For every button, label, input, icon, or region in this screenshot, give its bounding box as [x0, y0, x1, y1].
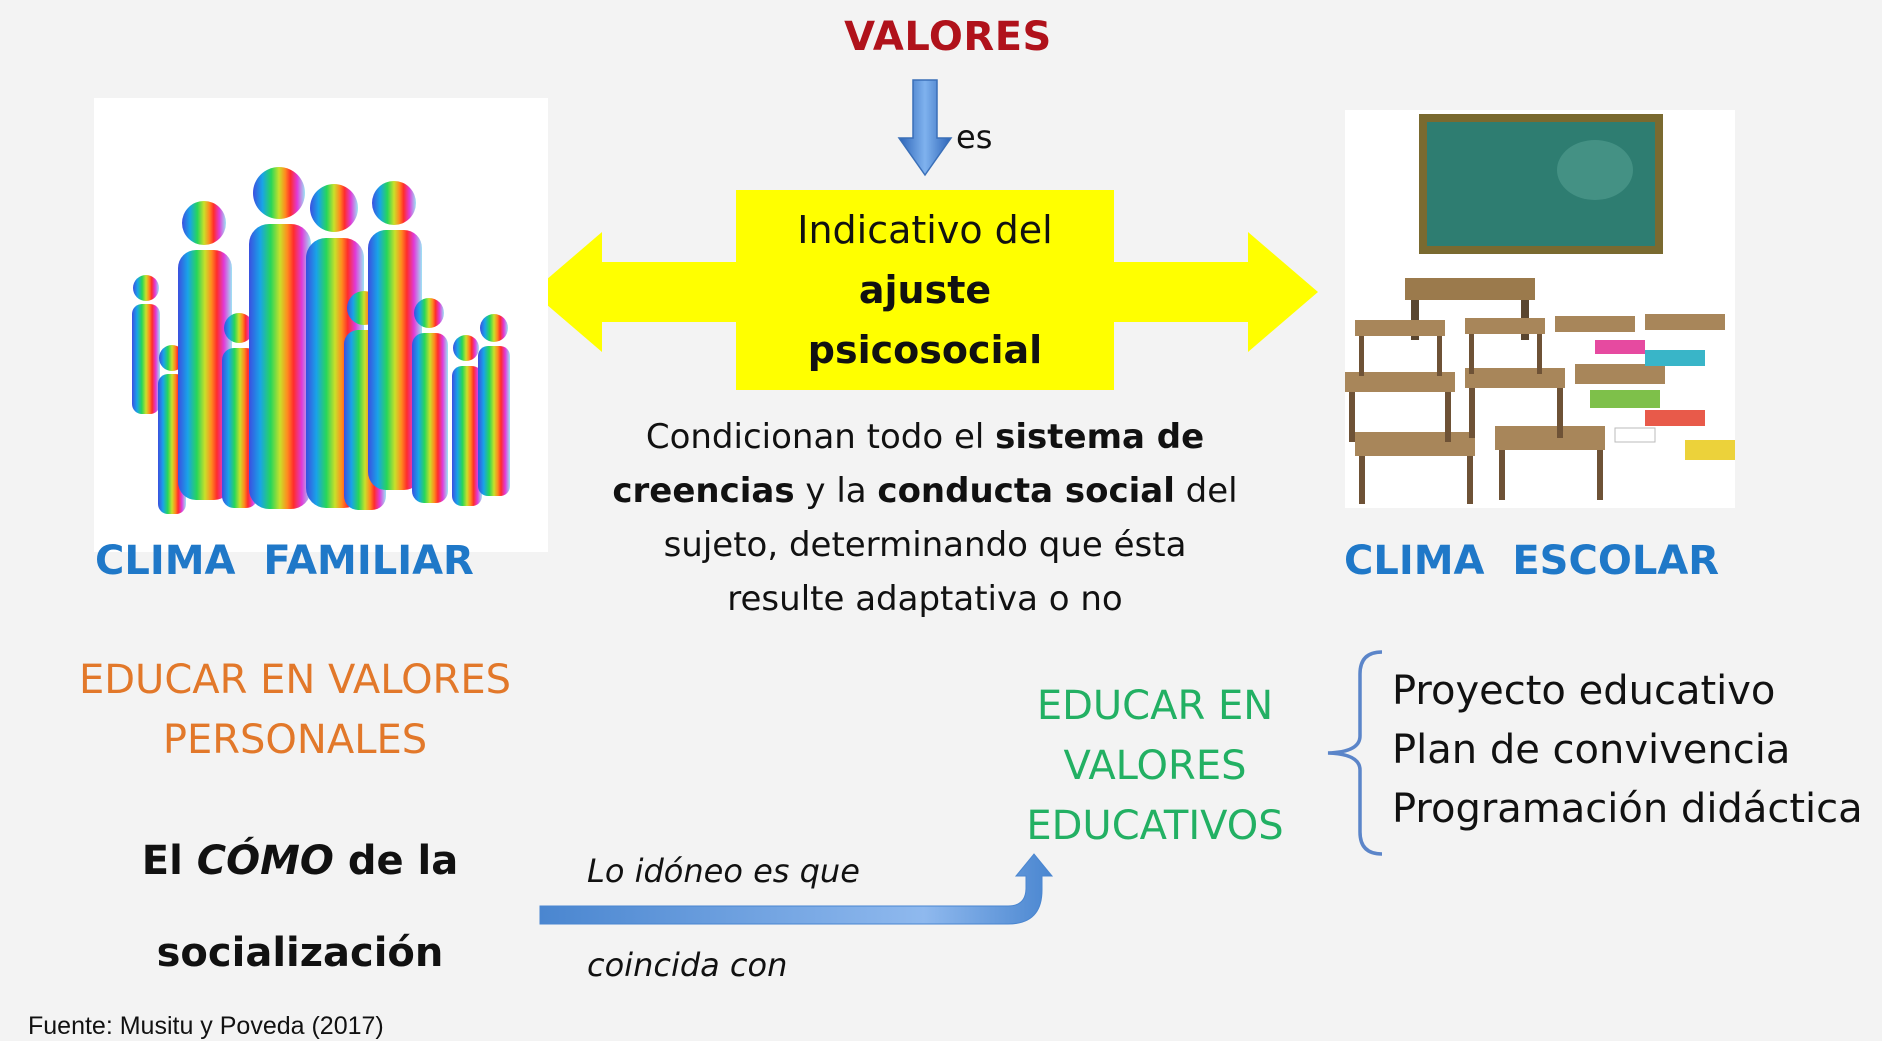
center-box-line2: ajuste	[858, 268, 992, 312]
como-text-el: El	[141, 838, 197, 884]
family-figures-icon	[132, 167, 510, 514]
curly-brace-icon	[1327, 650, 1383, 856]
es-label: es	[956, 118, 993, 156]
paragraph-bold-beliefs: sistema de creencias	[612, 417, 1205, 511]
paragraph-text: y la	[794, 471, 878, 511]
paragraph-bold-conduct: conducta social	[877, 471, 1175, 511]
center-paragraph: Condicionan todo el sistema de creencias…	[600, 410, 1250, 626]
clima-escolar-heading: CLIMA ESCOLAR	[1344, 538, 1720, 584]
educar-valores-educativos: EDUCAR EN VALORES EDUCATIVOS	[1026, 683, 1284, 849]
classroom-illustration	[1345, 110, 1735, 508]
como-socializacion-line1: El CÓMO de la	[100, 838, 500, 884]
como-emphasis: CÓMO	[196, 838, 334, 884]
source-citation: Fuente: Musitu y Poveda (2017)	[28, 1012, 384, 1040]
center-definition-box: Indicativo del ajuste psicosocial	[736, 190, 1114, 390]
school-documents-list: Proyecto educativo Plan de convivencia P…	[1392, 662, 1863, 839]
clima-familiar-heading: CLIMA FAMILIAR	[95, 538, 474, 584]
valores-title: VALORES	[844, 14, 1052, 60]
list-item: Programación didáctica	[1392, 786, 1863, 832]
curved-arrow-icon	[539, 853, 1054, 925]
connector-text-line2: coincida con	[587, 946, 788, 984]
list-item: Proyecto educativo	[1392, 668, 1776, 714]
center-box-line3: psicosocial	[807, 328, 1043, 372]
paragraph-text: del sujeto, determinando que ésta result…	[663, 471, 1238, 619]
center-box-line1: Indicativo del	[797, 208, 1053, 252]
list-item: Plan de convivencia	[1392, 727, 1791, 773]
como-socializacion-line2: socialización	[156, 930, 444, 976]
connector-text-line1: Lo idóneo es que	[587, 852, 860, 890]
down-arrow-icon	[897, 79, 953, 177]
educar-valores-personales: EDUCAR EN VALORES PERSONALES	[78, 657, 512, 763]
paragraph-text: Condicionan todo el	[645, 417, 996, 457]
family-illustration	[94, 98, 548, 552]
como-text-dela: de la	[333, 838, 459, 884]
classroom-scene-icon	[1345, 114, 1735, 504]
